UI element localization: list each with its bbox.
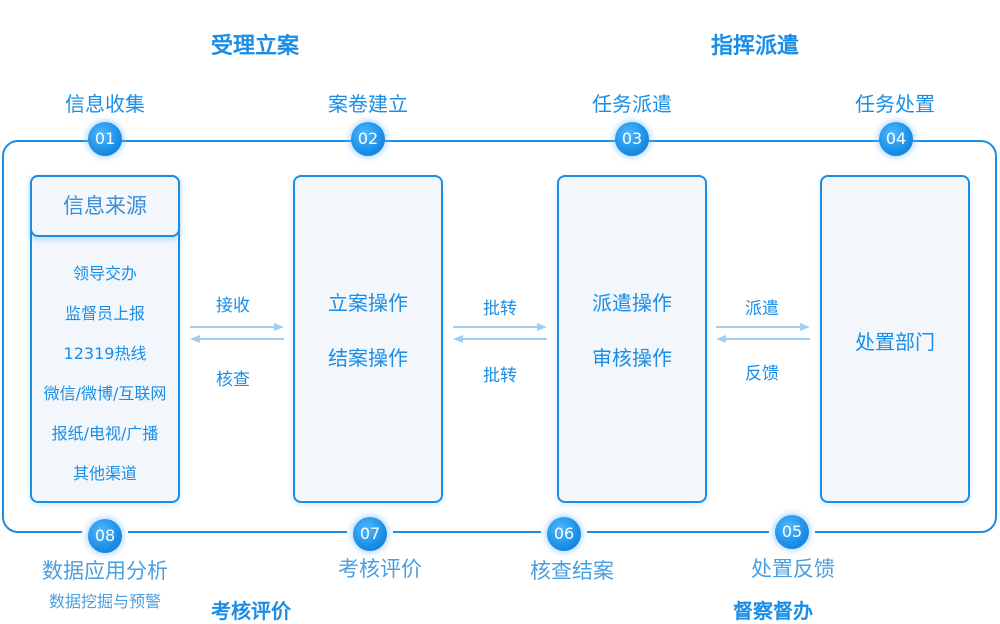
arrow-label-forward: 批转 (483, 299, 517, 319)
source-item: 监督员上报 (64, 304, 145, 323)
source-title: 信息来源 (30, 175, 180, 237)
phase-title-supervise: 督察督办 (733, 599, 813, 623)
phase-title-dispatch: 指挥派遣 (710, 34, 799, 59)
bidirectional-arrow (716, 323, 810, 343)
step-label-verify-close: 核查结案 (530, 559, 614, 583)
step-badge-01: 01 (88, 122, 122, 156)
step-badge-04: 04 (879, 122, 913, 156)
step-label-evaluate: 考核评价 (338, 557, 422, 581)
phase-title-evaluate: 考核评价 (211, 599, 291, 623)
step-label-collect: 信息收集 (65, 92, 145, 116)
phase-title-accept: 受理立案 (210, 34, 299, 59)
step-sub-data-mining: 数据挖掘与预警 (48, 592, 161, 611)
source-item: 其他渠道 (72, 464, 137, 483)
source-item: 12319热线 (63, 344, 147, 363)
step-badge-03: 03 (615, 122, 649, 156)
handling-dept-box (820, 175, 970, 503)
case-close-op: 结案操作 (328, 346, 408, 370)
arrow-label-feedback: 反馈 (745, 364, 779, 384)
arrow-label-verify: 核查 (216, 370, 250, 390)
step-label-create: 案卷建立 (328, 92, 408, 116)
arrow-label-forward-back: 批转 (483, 366, 517, 386)
step-label-data-analysis: 数据应用分析 (42, 559, 168, 583)
step-label-feedback: 处置反馈 (751, 557, 835, 581)
dispatch-operation-box (557, 175, 707, 503)
dispatch-op: 派遣操作 (592, 291, 672, 315)
step-label-dispatch: 任务派遣 (592, 92, 672, 116)
step-badge-02: 02 (351, 122, 385, 156)
step-badge-07: 07 (353, 517, 387, 551)
review-op: 审核操作 (592, 346, 672, 370)
step-label-handle: 任务处置 (855, 92, 935, 116)
step-badge-05: 05 (775, 515, 809, 549)
handling-dept: 处置部门 (855, 330, 935, 354)
arrow-label-dispatch: 派遣 (745, 299, 779, 319)
case-operation-box (293, 175, 443, 503)
bidirectional-arrow (190, 323, 284, 343)
step-badge-06: 06 (547, 517, 581, 551)
process-frame (2, 140, 997, 533)
source-item: 报纸/电视/广播 (51, 424, 159, 443)
bidirectional-arrow (453, 323, 547, 343)
step-badge-08: 08 (88, 519, 122, 553)
arrow-label-receive: 接收 (216, 296, 250, 316)
source-item: 领导交办 (72, 264, 137, 283)
source-item: 微信/微博/互联网 (43, 384, 167, 403)
case-register-op: 立案操作 (328, 291, 408, 315)
